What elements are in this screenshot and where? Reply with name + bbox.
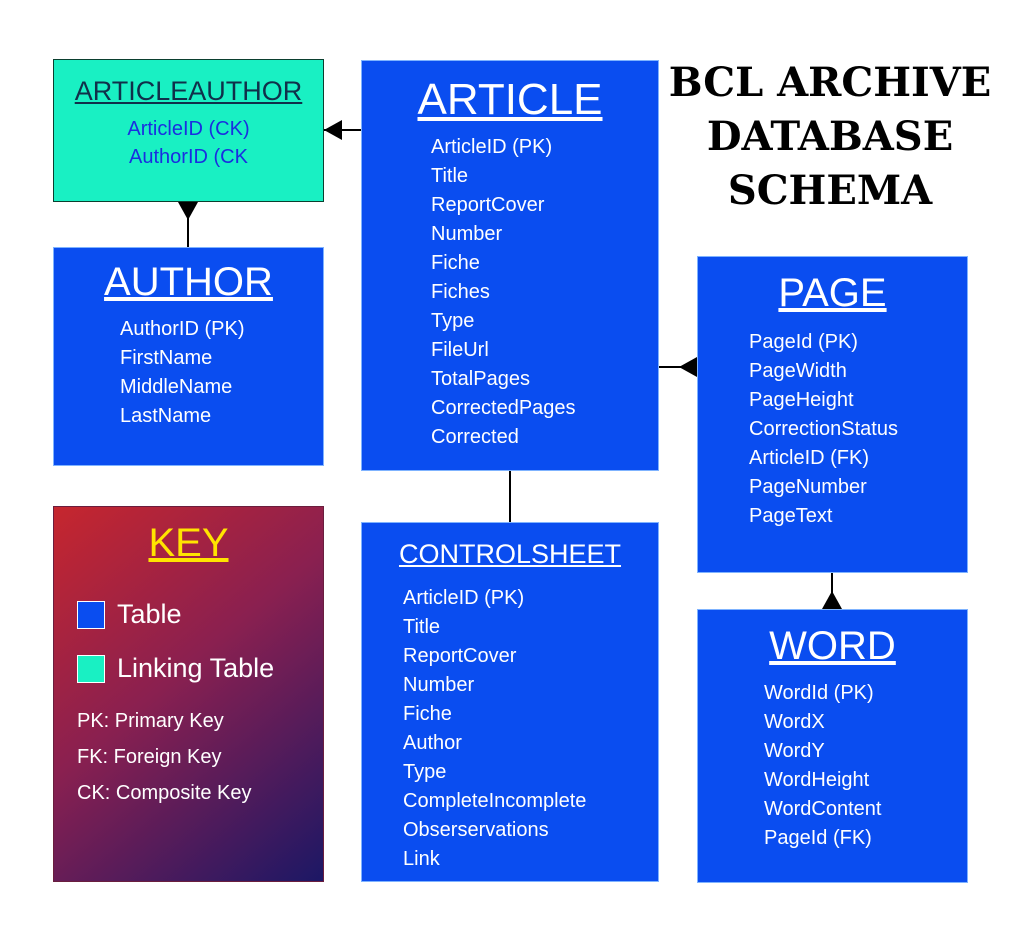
field-item: Title bbox=[403, 616, 441, 638]
field-item: ArticleID (PK) bbox=[403, 587, 525, 609]
key-ck: CK: Composite Key bbox=[77, 782, 252, 804]
field-item: Fiche bbox=[403, 703, 452, 725]
field-item: WordX bbox=[764, 711, 825, 733]
crow-foot-word bbox=[822, 591, 842, 609]
field-item: AuthorID (PK) bbox=[120, 318, 245, 340]
field-item: ArticleID (CK) bbox=[127, 118, 250, 140]
field-list: ArticleID (CK) AuthorID (CK bbox=[54, 115, 323, 171]
field-item: ReportCover bbox=[431, 194, 545, 216]
field-item: Fiches bbox=[431, 281, 490, 303]
key-legend: KEY Table Linking Table PK: Primary Key … bbox=[53, 506, 324, 882]
table-swatch bbox=[77, 600, 105, 629]
title-line-3: SCHEMA bbox=[727, 167, 933, 214]
field-item: AuthorID (CK bbox=[129, 146, 248, 168]
crow-foot-page bbox=[679, 357, 697, 377]
field-item: Author bbox=[403, 732, 462, 754]
field-item: FileUrl bbox=[431, 339, 489, 361]
field-item: CorrectedPages bbox=[431, 397, 576, 419]
field-item: Title bbox=[431, 165, 469, 187]
entity-title: WORD bbox=[769, 624, 896, 668]
field-item: CompleteIncomplete bbox=[403, 790, 587, 812]
field-item: Corrected bbox=[431, 426, 519, 448]
field-item: PageNumber bbox=[749, 476, 867, 498]
field-item: MiddleName bbox=[120, 376, 233, 398]
key-linking-label: Linking Table bbox=[117, 653, 275, 683]
key-pk: PK: Primary Key bbox=[77, 710, 224, 732]
entity-title: PAGE bbox=[778, 271, 887, 315]
crow-foot-articleauthor bbox=[324, 120, 342, 140]
field-item: PageId (PK) bbox=[749, 331, 858, 353]
entity-articleauthor: ARTICLEAUTHOR ArticleID (CK) AuthorID (CK bbox=[53, 59, 324, 202]
key-row-linking: Linking Table bbox=[77, 653, 274, 684]
field-item: FirstName bbox=[120, 347, 213, 369]
field-item: Number bbox=[431, 223, 503, 245]
field-item: PageId (FK) bbox=[764, 827, 872, 849]
field-item: CorrectionStatus bbox=[749, 418, 898, 440]
field-item: LastName bbox=[120, 405, 212, 427]
entity-title: CONTROLSHEET bbox=[398, 539, 622, 569]
key-table-label: Table bbox=[117, 599, 182, 629]
entity-title: AUTHOR bbox=[104, 260, 273, 304]
title-line-1: BCL ARCHIVE bbox=[668, 59, 992, 106]
field-item: PageWidth bbox=[749, 360, 847, 382]
field-item: Obserservations bbox=[403, 819, 549, 841]
field-item: WordContent bbox=[764, 798, 882, 820]
entity-title: ARTICLEAUTHOR bbox=[74, 76, 303, 106]
field-item: PageHeight bbox=[749, 389, 854, 411]
field-item: WordHeight bbox=[764, 769, 870, 791]
field-item: Link bbox=[403, 848, 440, 870]
linking-table-swatch bbox=[77, 654, 105, 683]
key-fk: FK: Foreign Key bbox=[77, 746, 222, 768]
schema-title: BCL ARCHIVE DATABASE SCHEMA bbox=[665, 56, 995, 218]
crow-foot-articleauthor-bottom bbox=[178, 202, 198, 220]
field-item: PageText bbox=[749, 505, 833, 527]
key-row-table: Table bbox=[77, 599, 182, 630]
entity-title: ARTICLE bbox=[417, 75, 603, 124]
field-item: TotalPages bbox=[431, 368, 530, 390]
field-item: ArticleID (FK) bbox=[749, 447, 869, 469]
field-item: Type bbox=[403, 761, 447, 783]
title-line-2: DATABASE bbox=[706, 113, 954, 160]
key-title: KEY bbox=[148, 521, 229, 565]
field-item: ArticleID (PK) bbox=[431, 136, 553, 158]
field-item: Fiche bbox=[431, 252, 480, 274]
field-item: ReportCover bbox=[403, 645, 517, 667]
field-item: Number bbox=[403, 674, 475, 696]
field-item: WordId (PK) bbox=[764, 682, 874, 704]
field-item: Type bbox=[431, 310, 475, 332]
field-item: WordY bbox=[764, 740, 825, 762]
